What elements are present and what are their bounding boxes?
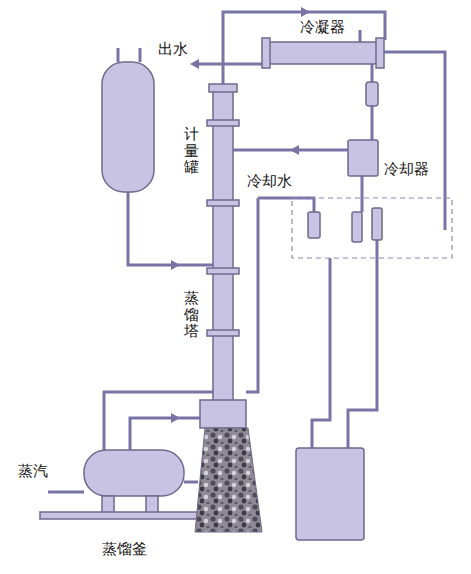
flowmeter xyxy=(352,212,362,242)
flowmeter xyxy=(308,212,320,238)
feed-pipe xyxy=(128,192,213,265)
equipment xyxy=(40,38,384,540)
column-bottom xyxy=(200,400,246,428)
condenser-body xyxy=(268,42,378,64)
reboiler-body xyxy=(84,450,184,496)
column-cap xyxy=(209,84,237,92)
arrow-head xyxy=(301,7,310,17)
cooler-out-pipe xyxy=(361,176,364,212)
cooling-water-in-pipe xyxy=(384,52,445,230)
separator xyxy=(366,82,378,106)
arrow-head xyxy=(171,413,180,423)
column-body xyxy=(213,90,233,402)
part-label: 蒸馏釜 xyxy=(102,540,147,558)
reboiler-base xyxy=(40,512,200,519)
part-label: 蒸汽 xyxy=(18,462,48,480)
part-label: 计量罐 xyxy=(184,126,199,176)
cooler-body xyxy=(348,140,378,176)
arrow-head xyxy=(290,145,299,155)
column-flange xyxy=(207,268,239,274)
reboiler-pipe xyxy=(104,392,213,450)
product-pipe xyxy=(348,240,377,448)
water-out-pipe xyxy=(194,63,262,66)
vapor-pipe xyxy=(223,12,385,90)
flowmeter-panel xyxy=(292,198,452,258)
return-pipe xyxy=(184,481,198,484)
part-label: 出水 xyxy=(158,40,188,58)
part-label: 冷却水 xyxy=(247,172,292,190)
side-pipe xyxy=(246,198,258,392)
tank-nozzle xyxy=(118,48,140,62)
packed-base xyxy=(195,428,262,532)
part-label: 蒸馏塔 xyxy=(184,290,199,340)
steam-pipe xyxy=(48,491,84,494)
receiver-tank xyxy=(296,448,364,540)
flowmeter xyxy=(372,208,382,240)
arrow-head xyxy=(190,59,199,69)
pipes xyxy=(48,12,445,492)
cooling-water-pipe xyxy=(258,198,314,212)
condenser-flange xyxy=(262,38,270,68)
condenser-flange xyxy=(376,38,384,68)
part-label: 冷凝器 xyxy=(300,18,345,36)
condenser-nozzle xyxy=(359,30,362,42)
flow-arrows xyxy=(171,7,310,423)
arrow-head xyxy=(171,260,180,270)
column-flange xyxy=(207,330,239,336)
reboiler-vapor-pipe xyxy=(130,418,200,450)
column-flange xyxy=(207,120,239,126)
column-flange xyxy=(207,200,239,206)
vent-pipe xyxy=(312,258,330,448)
part-label: 冷却器 xyxy=(384,160,429,178)
meter-tank xyxy=(102,62,154,192)
